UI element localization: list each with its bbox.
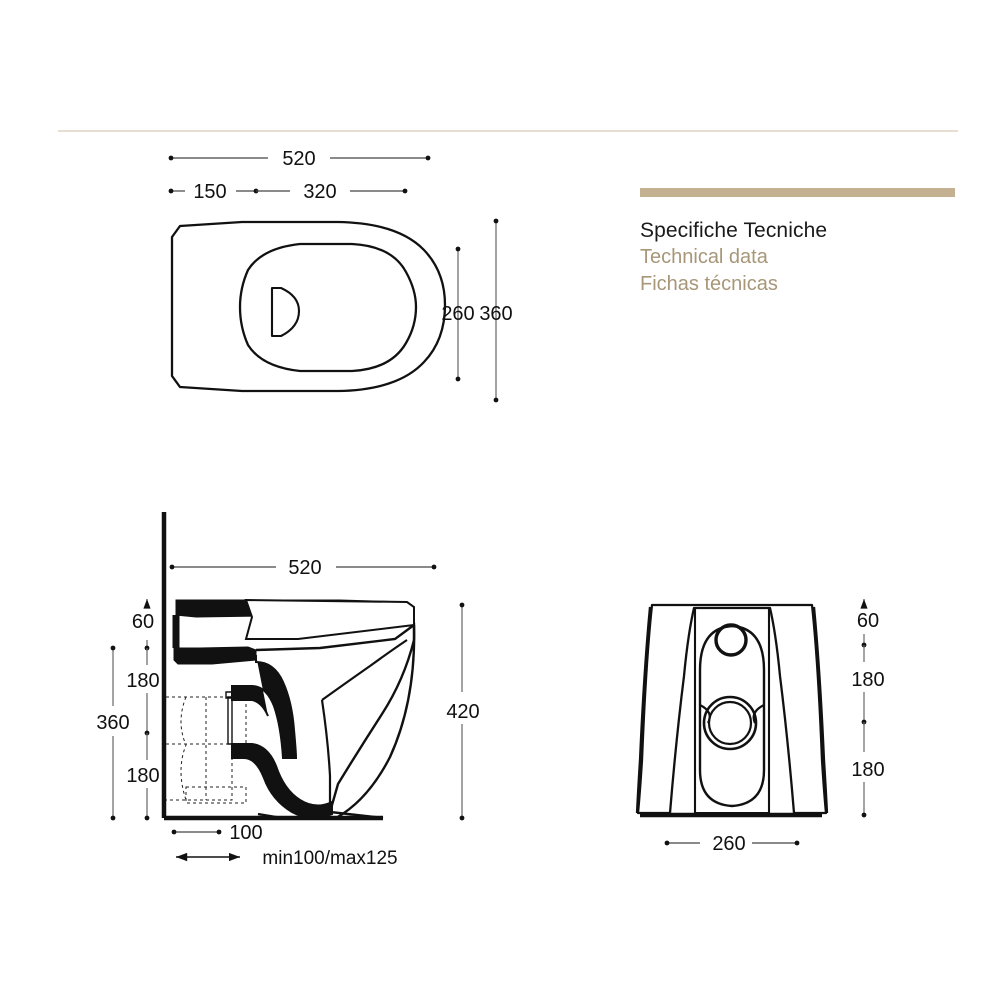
dimension-label-top-150: 150 [193,181,226,203]
rear-view-inner-panel [693,606,771,815]
dimension-label-top-260: 260 [441,303,474,325]
page-subtitle-en: Technical data [640,245,768,268]
side-view-bowl-inner-line [320,699,332,812]
rear-view-water-inlet-circle [714,623,748,657]
header-divider-rule [58,130,958,132]
dimension-side-60: 60 [132,599,154,651]
dimension-label-side-520: 520 [288,557,321,579]
side-view-trapway-lower [231,743,333,819]
rear-view-waste-outlet-inner [707,700,753,746]
rear-view-shoulder-left [699,704,711,724]
dimension-side-180-upper: 180 [126,648,160,736]
top-view-water-spot-detail [270,286,301,338]
dimension-rear-60: 60 [857,599,879,648]
dimension-label-side-180-upper: 180 [126,670,159,692]
top-view-seat-outline [170,220,447,393]
dimension-side-180-lower: 180 [126,733,160,821]
side-view-lid-plate [244,598,415,640]
dimension-side-rough-in: min100/max125 [176,848,398,869]
rear-view-outer-body [636,603,828,815]
dimension-rear-180-lower: 180 [851,722,885,818]
rear-view-left-edge [635,606,652,814]
dimension-label-rear-180-lower: 180 [851,759,884,781]
dimension-side-100: 100 [171,822,263,844]
rear-view-capsule-outline [698,624,766,808]
rear-view-group: 60 180 180 260 [635,599,885,855]
side-view-seat-ring [173,646,257,665]
rear-view-shoulder-right [752,704,765,724]
side-view-bowl-rim-line [321,639,408,701]
dimension-top-520: 520 [168,148,431,170]
page-title: Specifiche Tecniche [640,219,828,242]
dimension-label-rear-260: 260 [712,833,745,855]
dimension-label-rear-180-upper: 180 [851,669,884,691]
dimension-top-260: 260 [441,246,475,382]
dimension-rear-180-upper: 180 [851,645,885,725]
dimension-label-side-180-lower: 180 [126,765,159,787]
dimension-label-top-320: 320 [303,181,336,203]
dimension-label-top-360: 360 [479,303,512,325]
rear-view-right-edge [812,606,829,814]
dimension-label-side-60: 60 [132,611,154,633]
top-view-group: 520 150 320 [168,148,513,403]
page-subtitle-es: Fichas técnicas [640,272,778,295]
accent-bar [640,188,955,197]
dimension-side-520: 520 [169,557,437,579]
side-view-trapway-upper [231,655,298,759]
dimension-label-side-100: 100 [229,822,262,844]
dimension-side-420: 420 [446,602,480,821]
dimension-rear-260: 260 [664,833,800,855]
dimension-side-360: 360 [96,645,130,821]
header-block: Specifiche Tecniche Technical data Ficha… [640,188,960,298]
top-view-bowl-opening [238,242,418,373]
dimension-label-side-360: 360 [96,712,129,734]
dimension-top-150-320: 150 320 [168,181,408,203]
side-view-right-contour [335,624,416,820]
dimension-label-side-rough-in: min100/max125 [262,848,397,869]
dimension-label-top-520: 520 [282,148,315,170]
dimension-top-360: 360 [479,218,513,403]
dimension-label-side-420: 420 [446,701,479,723]
dimension-label-rear-60: 60 [857,610,879,632]
side-view-group: 520 [96,512,480,869]
rear-view-waste-outlet-outer [702,695,758,751]
